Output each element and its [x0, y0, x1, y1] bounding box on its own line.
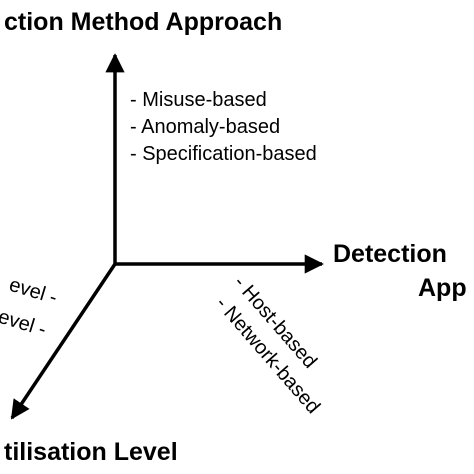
diagonal-axis-title: tilisation Level: [4, 438, 178, 466]
diagonal-axis-item-1: evel -: [7, 274, 60, 309]
vertical-axis-item-specification: - Specification-based: [130, 143, 317, 165]
horizontal-axis-title-line1: Detection: [333, 240, 447, 268]
diagonal-axis-item-2: evel -: [0, 306, 49, 341]
vertical-axis-item-misuse: - Misuse-based: [130, 89, 267, 111]
diagonal-axis-arrow: [10, 263, 117, 420]
horizontal-axis-title-line2: App: [418, 274, 467, 302]
vertical-axis-title: ction Method Approach: [4, 8, 282, 36]
vertical-axis-item-anomaly: - Anomaly-based: [130, 116, 280, 138]
